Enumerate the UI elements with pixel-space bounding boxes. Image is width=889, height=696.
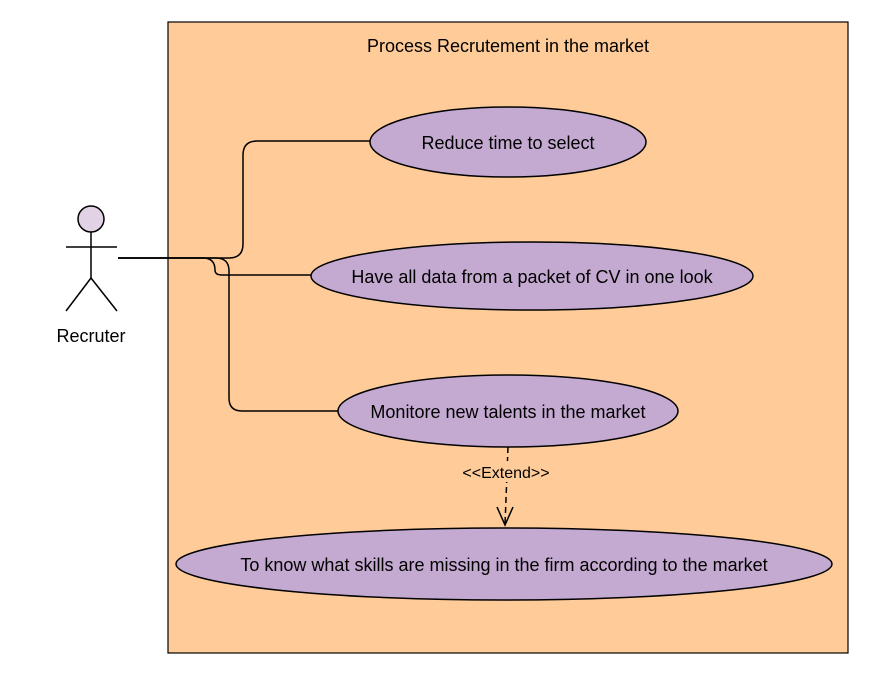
use-case-ellipse bbox=[337, 374, 679, 448]
system-title: Process Recrutement in the market bbox=[367, 36, 649, 56]
use-case-all-data: Have all data from a packet of CV in one… bbox=[310, 241, 754, 311]
extend-label: <<Extend>> bbox=[462, 465, 549, 482]
use-case-skills-missing: To know what skills are missing in the f… bbox=[175, 527, 833, 601]
extend-arrowhead bbox=[496, 506, 514, 527]
use-case-monitor-talents: Monitore new talents in the market bbox=[337, 374, 679, 448]
use-case-ellipse bbox=[175, 527, 833, 601]
actor-name: Recruter bbox=[56, 326, 125, 346]
actor-right-leg bbox=[90, 277, 118, 312]
use-case-reduce-time: Reduce time to select bbox=[369, 106, 647, 178]
association-monitor-talents bbox=[118, 257, 339, 412]
actor-recruter: Recruter bbox=[56, 205, 126, 346]
use-case-label: Reduce time to select bbox=[421, 133, 594, 153]
use-case-ellipse bbox=[310, 241, 754, 311]
extend-label-bg bbox=[455, 461, 558, 482]
use-case-label: Have all data from a packet of CV in one… bbox=[351, 267, 713, 287]
use-case-label: Monitore new talents in the market bbox=[370, 402, 645, 422]
use-case-label: To know what skills are missing in the f… bbox=[240, 555, 767, 575]
use-case-ellipse bbox=[369, 106, 647, 178]
association-reduce-time bbox=[118, 140, 371, 259]
actor-head bbox=[77, 205, 105, 233]
actor-left-leg bbox=[65, 277, 92, 312]
extend-dependency-line bbox=[504, 446, 509, 526]
